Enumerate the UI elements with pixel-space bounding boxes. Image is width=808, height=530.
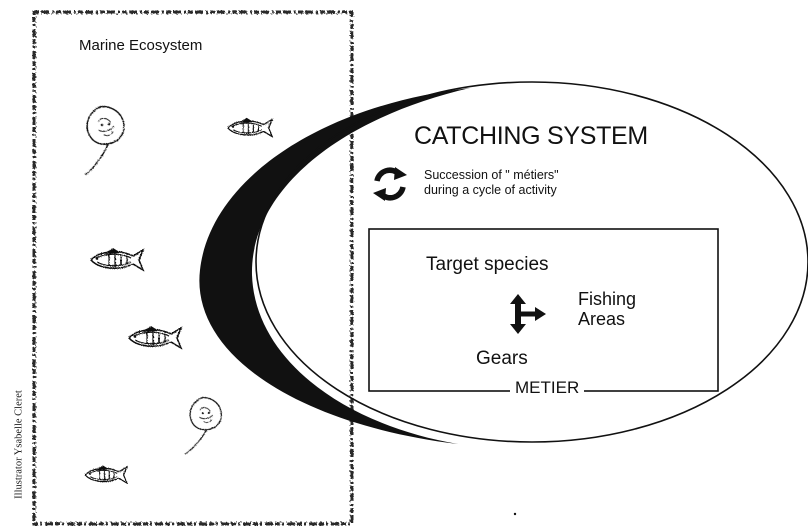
metier-label: METIER bbox=[510, 378, 585, 398]
succession-text-line2: during a cycle of activity bbox=[424, 183, 557, 197]
fish-icon bbox=[128, 325, 182, 349]
catching-system-crescent bbox=[199, 88, 470, 444]
target-species-label: Target species bbox=[426, 254, 549, 275]
fish-icon bbox=[227, 117, 273, 138]
succession-text-line1: Succession of " métiers" bbox=[424, 168, 559, 182]
illustrator-credit: Illustrator Ysabelle Cleret bbox=[13, 390, 25, 499]
three-way-arrow-icon bbox=[510, 294, 546, 334]
ray-icon bbox=[175, 394, 228, 455]
ray-icon bbox=[68, 101, 135, 176]
fishing-areas-label-line1: Fishing bbox=[578, 289, 637, 309]
metier-box bbox=[368, 228, 719, 392]
fish-icon bbox=[90, 247, 144, 271]
fishing-areas-label-line2: Areas bbox=[578, 309, 626, 329]
catching-system-title: CATCHING SYSTEM bbox=[414, 122, 648, 150]
marine-ecosystem-box bbox=[32, 10, 354, 526]
fish-icon bbox=[84, 464, 128, 484]
catching-system-ellipse bbox=[255, 81, 808, 443]
cycle-arrows-icon bbox=[373, 167, 407, 201]
marine-ecosystem-title: Marine Ecosystem bbox=[79, 37, 203, 54]
gears-label: Gears bbox=[476, 348, 528, 369]
